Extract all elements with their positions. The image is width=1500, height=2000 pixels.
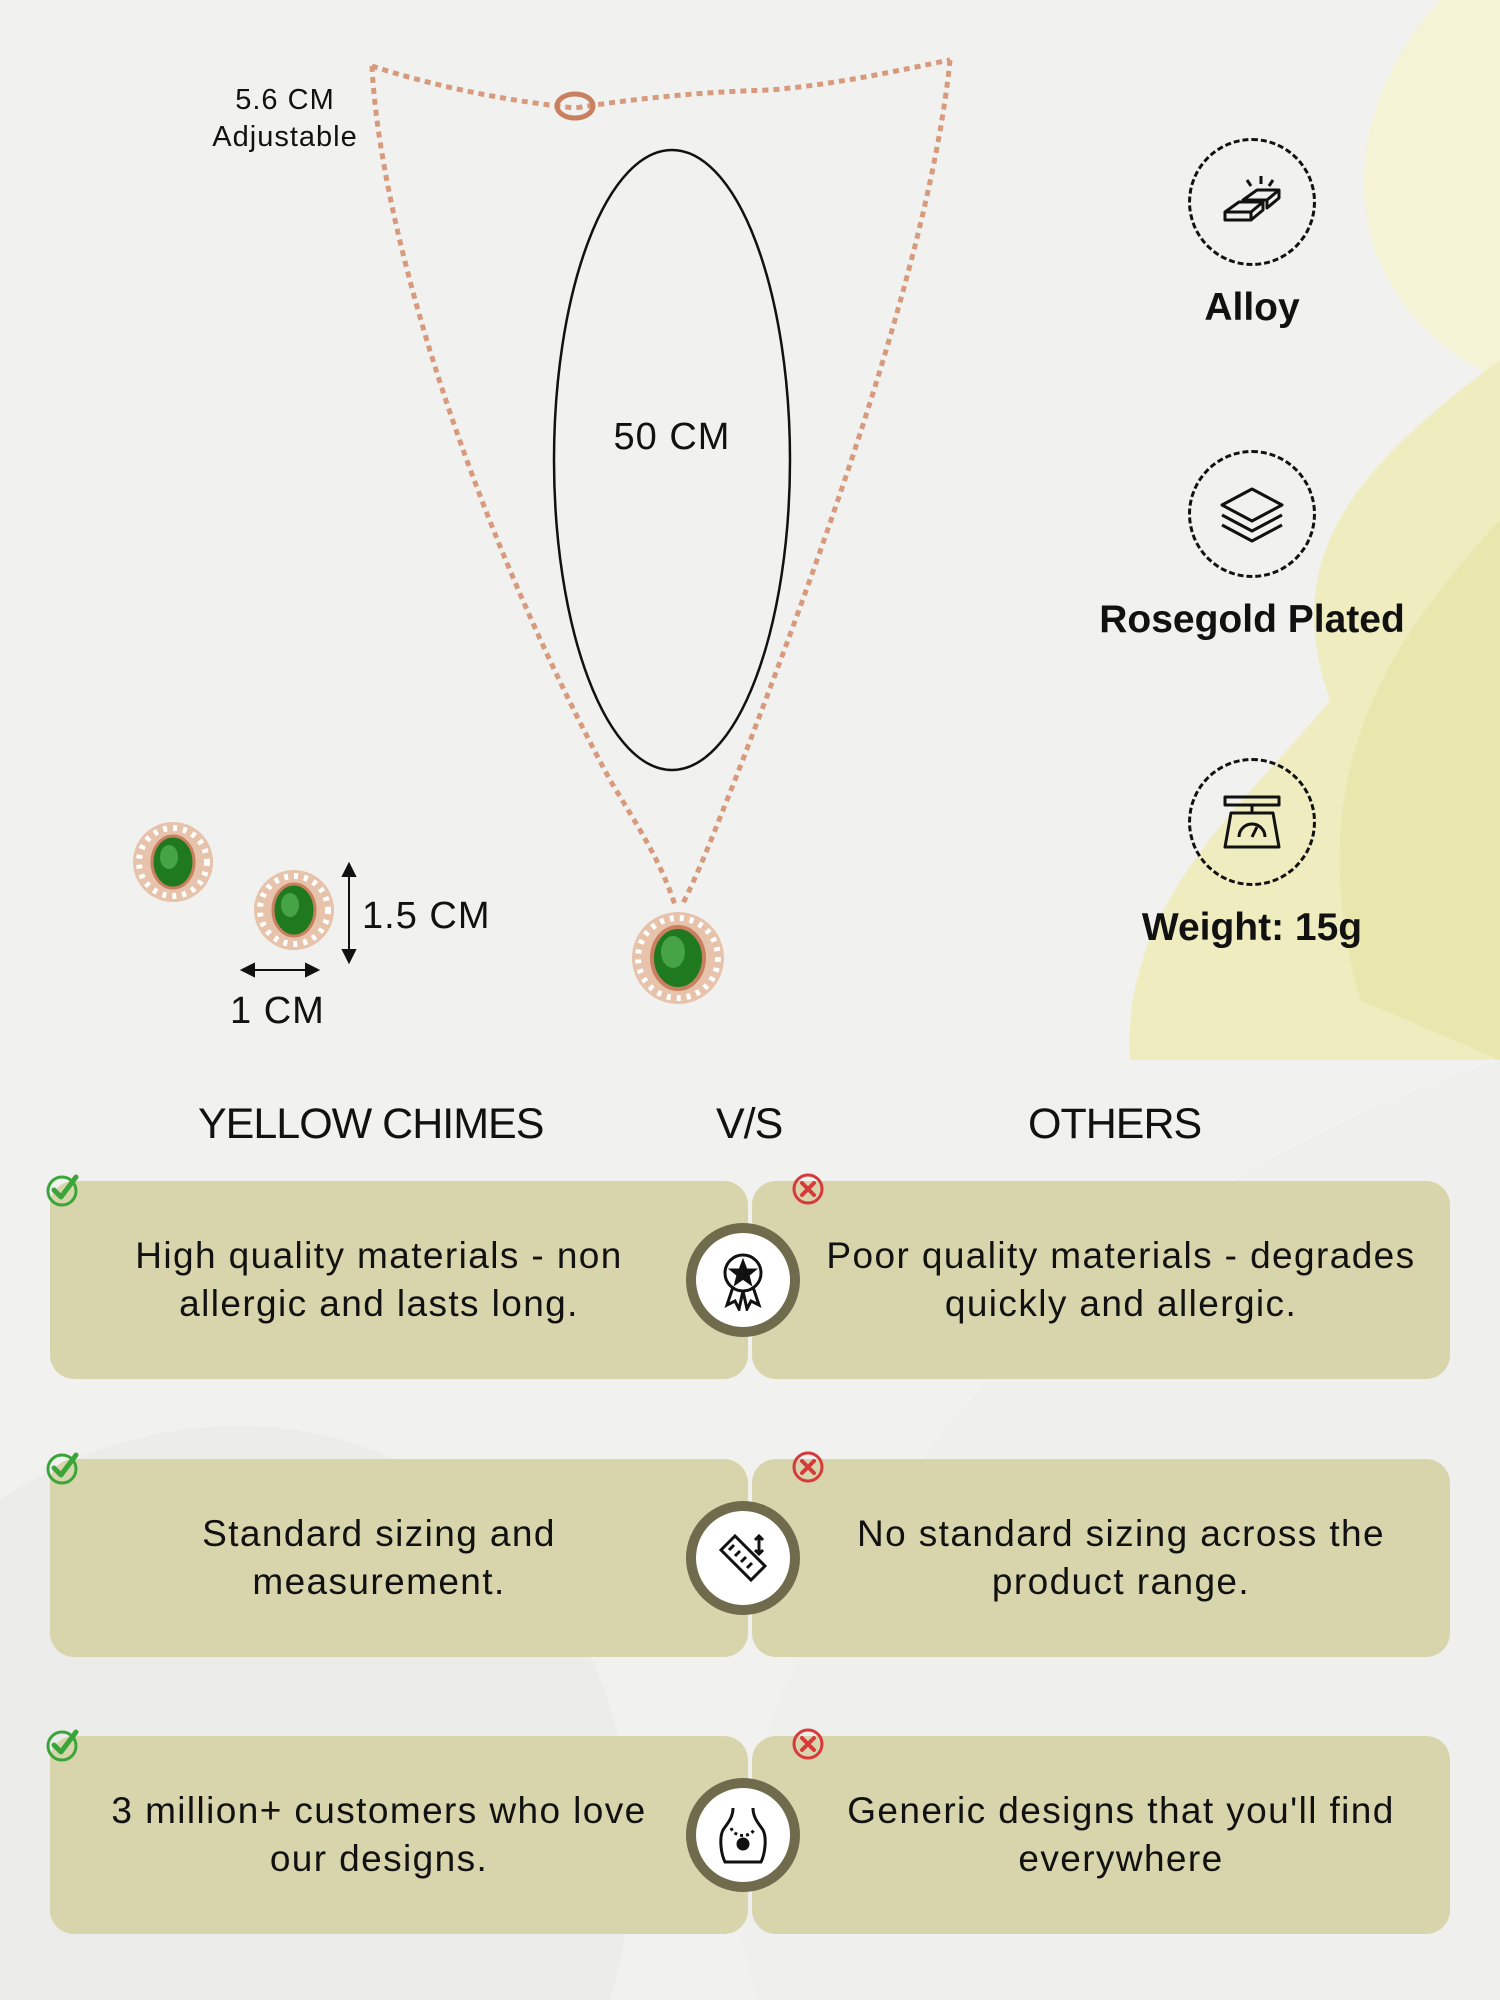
chain-left [369,65,678,906]
length-ellipse [552,148,792,772]
others-card: Generic designs that you'll find everywh… [752,1736,1450,1934]
comparison-row: Standard sizing and measurement. No stan… [46,1451,1450,1657]
feature-plating: Rosegold Plated [1052,450,1452,642]
earring-height-label: 1.5 CM [362,895,491,937]
ruler-icon [696,1511,790,1605]
chain-extension-value: 5.6 CM [235,84,335,116]
ours-card: 3 million+ customers who love our design… [50,1736,748,1934]
comparison-badge [686,1501,800,1615]
ours-card: Standard sizing and measurement. [50,1459,748,1657]
others-card: Poor quality materials - degrades quickl… [752,1181,1450,1379]
feature-weight: Weight: 15g [1052,758,1452,950]
check-icon [46,1174,79,1207]
feature-label: Alloy [1204,286,1300,329]
cross-icon [792,1173,824,1205]
necklace-illustration [133,57,953,1004]
comparison-badge [686,1778,800,1892]
feature-alloy: Alloy [1052,138,1452,330]
pendant [632,912,724,1004]
earring-width-label: 1 CM [230,990,325,1032]
feature-label: Weight: 15g [1141,906,1363,949]
necklace-length-label: 50 CM [613,416,731,458]
scale-icon [1188,758,1316,886]
check-icon [46,1729,79,1762]
others-card: No standard sizing across the product ra… [752,1459,1450,1657]
necklace-bust-icon [696,1788,790,1882]
versus-label: V/S [716,1100,783,1148]
check-icon [46,1452,79,1485]
gold-bars-icon [1188,138,1316,266]
comparison-row: 3 million+ customers who love our design… [46,1728,1450,1934]
others-column-title: OTHERS [1028,1100,1202,1148]
comparison-badge [686,1223,800,1337]
width-arrow [239,962,321,978]
quality-badge-icon [696,1233,790,1327]
chain-right [679,59,953,907]
layers-icon [1188,450,1316,578]
chain-extension-note: Adjustable [212,121,358,153]
cross-icon [792,1451,824,1483]
earring-left [133,822,213,902]
comparison-row: High quality materials - non allergic an… [46,1173,1450,1379]
height-arrow [341,861,357,965]
brand-column-title: YELLOW CHIMES [198,1100,544,1148]
clasp [554,91,596,121]
chain-extension-label: 5.6 CM Adjustable [190,82,380,156]
cross-icon [792,1728,824,1760]
feature-label: Rosegold Plated [1099,598,1405,641]
ours-card: High quality materials - non allergic an… [50,1181,748,1379]
earring-right [254,870,334,950]
extension-chain [371,57,951,111]
